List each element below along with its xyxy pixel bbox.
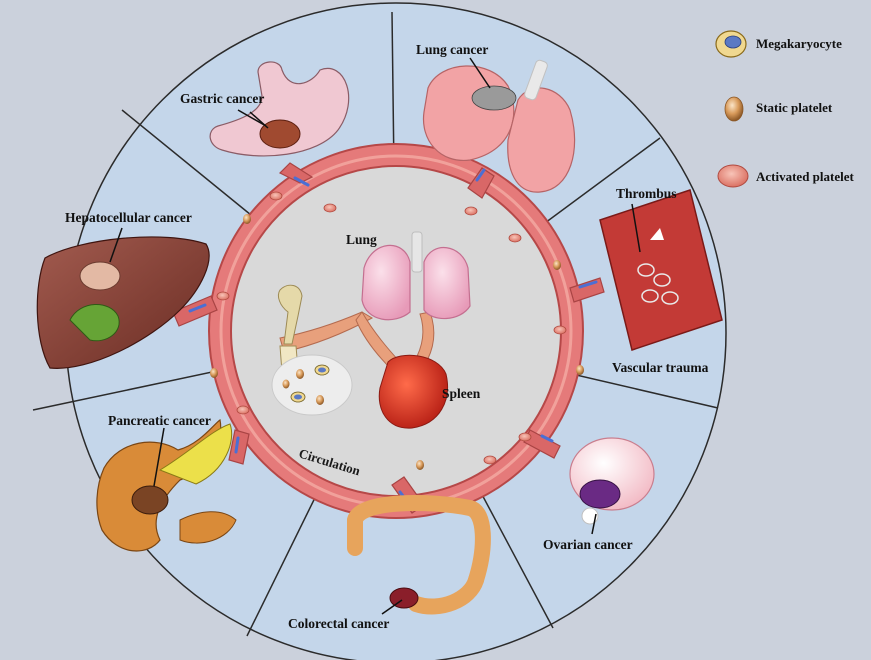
legend-label-megakaryocyte: Megakaryocyte [756, 36, 842, 51]
activated-platelet [465, 207, 477, 215]
label-hepatocellular-cancer: Hepatocellular cancer [65, 210, 192, 225]
activated-platelet [270, 192, 282, 200]
legend-label-static-platelet: Static platelet [756, 100, 833, 115]
circulation-ring [209, 144, 583, 518]
static-platelet [416, 460, 424, 470]
trachea [412, 232, 422, 272]
label-ovarian-cancer: Ovarian cancer [543, 537, 633, 552]
label-center-lung: Lung [346, 232, 377, 247]
label-pancreatic-cancer: Pancreatic cancer [108, 413, 211, 428]
label-lung-cancer: Lung cancer [416, 42, 488, 57]
static-platelet-icon [725, 97, 743, 121]
label-vascular-trauma: Vascular trauma [612, 360, 709, 375]
activated-platelet [519, 433, 531, 441]
lung-left [362, 245, 410, 319]
label-gastric-cancer: Gastric cancer [180, 91, 264, 106]
activated-platelet [217, 292, 229, 300]
static-platelet [296, 369, 304, 379]
legend [716, 31, 748, 187]
activated-platelet-icon [718, 165, 748, 187]
megakaryocyte-nucleus [294, 395, 302, 400]
static-platelet [210, 368, 218, 378]
activated-platelet [484, 456, 496, 464]
label-thrombus: Thrombus [616, 186, 677, 201]
static-platelet [243, 214, 251, 224]
lung-right [424, 248, 470, 319]
label-spleen: Spleen [442, 386, 481, 401]
megakaryocyte-icon [716, 31, 746, 57]
legend-label-activated-platelet: Activated platelet [756, 169, 855, 184]
label-colorectal-cancer: Colorectal cancer [288, 616, 389, 631]
activated-platelet [324, 204, 336, 212]
activated-platelet [237, 406, 249, 414]
static-platelet [283, 380, 290, 389]
static-platelet [576, 365, 584, 375]
megakaryocyte-nucleus [318, 368, 326, 373]
activated-platelet [509, 234, 521, 242]
static-platelet [316, 395, 324, 405]
activated-platelet [554, 326, 566, 334]
static-platelet [553, 260, 561, 270]
